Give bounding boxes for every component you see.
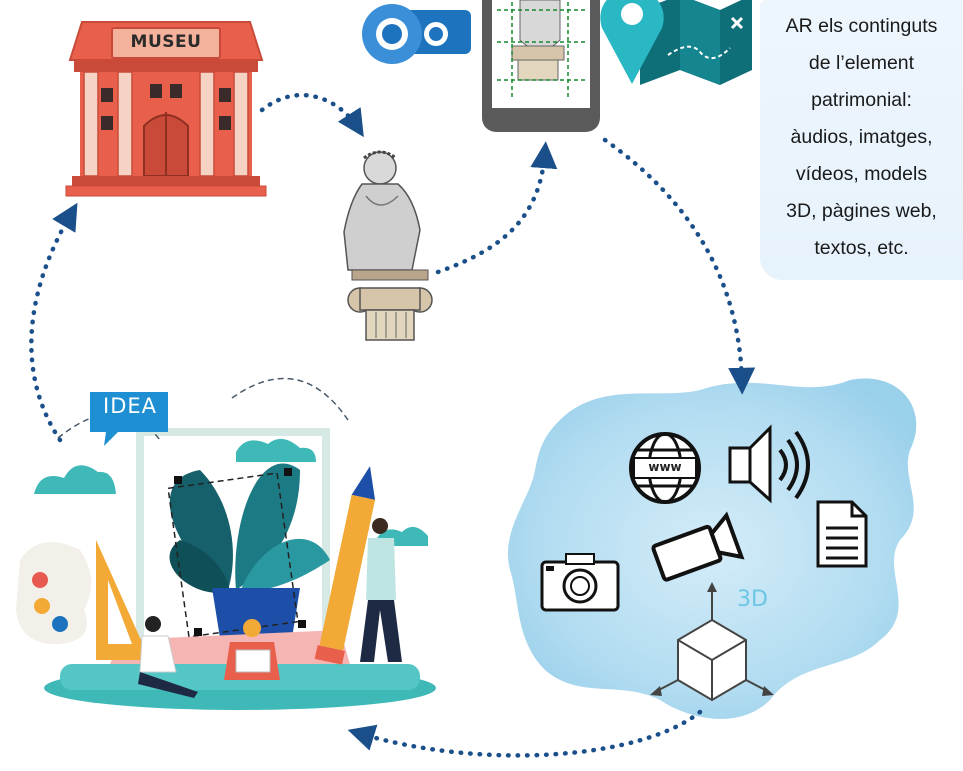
globe-www-icon [629, 432, 701, 504]
info-line: de l’element [808, 52, 915, 74]
cube-3d-icon [650, 582, 774, 702]
phone-icon [482, 0, 600, 132]
photo-camera-icon [540, 553, 620, 612]
arrow-idea-to-museum [29, 202, 78, 443]
arrow-statue-to-phone [435, 141, 558, 275]
document-icon [816, 500, 868, 568]
statue-icon [343, 150, 433, 341]
arrow-media-to-idea [347, 709, 703, 758]
video-camera-icon [651, 511, 745, 582]
info-line: AR els continguts [785, 15, 938, 37]
model-3d-label: 3D [737, 587, 768, 612]
idea-bubble-label: IDEA [103, 394, 157, 418]
speaker-icon [728, 424, 810, 504]
www-label: www [648, 460, 682, 474]
info-line: àudios, imatges, [790, 126, 933, 148]
museum-icon [65, 21, 267, 197]
map-pin-icon [600, 0, 752, 85]
info-line: textos, etc. [814, 237, 909, 259]
idea-scene-illustration [16, 377, 436, 710]
arrow-phone-to-media [602, 137, 756, 395]
idea-bubble [90, 392, 168, 446]
museum-sign-label: MUSEU [130, 32, 202, 52]
info-panel: AR els continguts de l’element patrimoni… [760, 0, 963, 280]
info-line: 3D, pàgines web, [786, 200, 937, 222]
info-line: vídeos, models [795, 163, 928, 185]
camera-shutter-icon [362, 4, 471, 64]
info-line: patrimonial: [811, 89, 912, 111]
arrow-museum-to-statue [259, 92, 364, 138]
